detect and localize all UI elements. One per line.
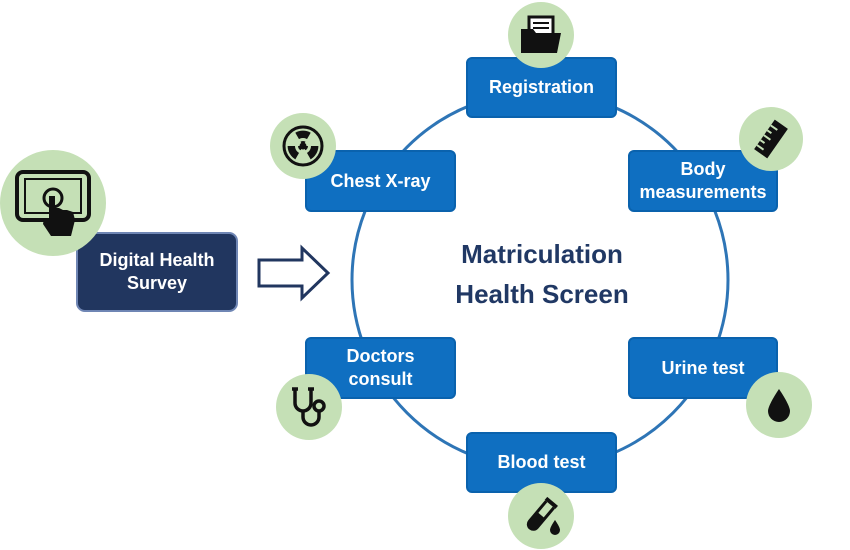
digital-health-survey-box: Digital Health Survey — [76, 232, 238, 312]
water-drop-icon — [746, 372, 812, 438]
test-tube-icon — [508, 483, 574, 549]
folder-documents-icon — [508, 2, 574, 68]
diagram-title: Matriculation Health Screen — [455, 239, 629, 309]
step-blood-test: Blood test — [466, 432, 617, 493]
step-doctors-consult: Doctors consult — [305, 337, 456, 399]
ruler-icon — [739, 107, 803, 171]
stethoscope-icon — [276, 374, 342, 440]
tablet-touch-icon — [0, 150, 106, 256]
radiation-icon — [270, 113, 336, 179]
